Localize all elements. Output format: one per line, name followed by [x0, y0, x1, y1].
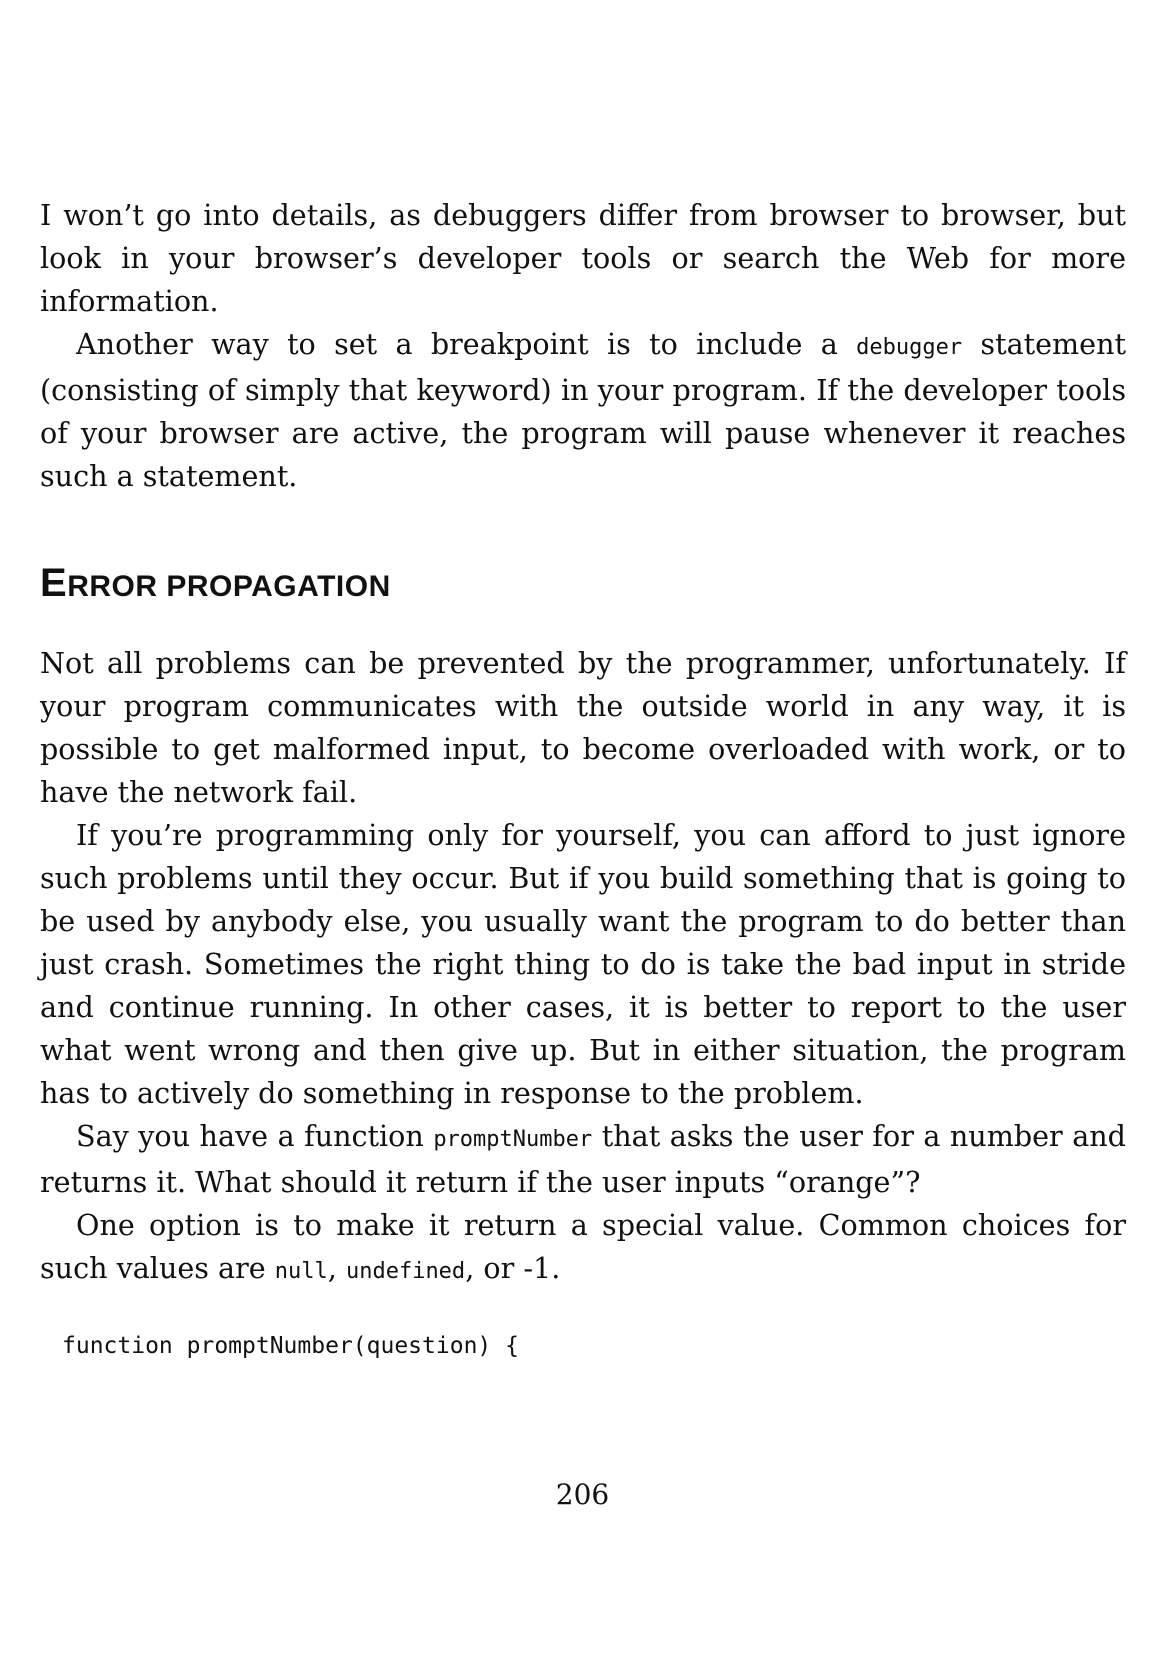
- text-span: Say you have a function: [76, 1119, 434, 1153]
- inline-code-undefined: undefined: [345, 1259, 466, 1284]
- code-block: function promptNumber(question) {: [62, 1333, 519, 1359]
- paragraph-problems: Not all problems can be prevented by the…: [40, 646, 1126, 809]
- text-span: One option is to make it return a specia…: [40, 1208, 1126, 1285]
- inline-code-debugger: debugger: [856, 335, 963, 360]
- paragraph-debugger-statement: Another way to set a breakpoint is to in…: [40, 323, 1126, 498]
- page-content: I won’t go into details, as debuggers di…: [40, 194, 1126, 1361]
- paragraph-special-value: One option is to make it return a specia…: [40, 1204, 1126, 1293]
- text-span: Another way to set a breakpoint is to in…: [76, 327, 857, 361]
- text-span: statement (consisting of simply that key…: [40, 327, 1126, 493]
- inline-code-promptnumber: promptNumber: [433, 1127, 593, 1152]
- text-span: ,: [327, 1251, 346, 1285]
- heading-initial: E: [40, 561, 68, 605]
- paragraph-prompt-number: Say you have a function promptNumber tha…: [40, 1115, 1126, 1204]
- text-span: , or -1.: [465, 1251, 561, 1285]
- paragraph-debuggers: I won’t go into details, as debuggers di…: [40, 198, 1126, 318]
- page-number: 206: [555, 1478, 610, 1511]
- heading-rest: rror propagation: [67, 570, 391, 603]
- section-heading: Error propagation: [40, 563, 1126, 607]
- inline-code-null: null: [274, 1259, 328, 1284]
- paragraph-programming-for-yourself: If you’re programming only for yourself,…: [40, 818, 1126, 1110]
- text-span: that asks the user for a number and retu…: [40, 1119, 1126, 1199]
